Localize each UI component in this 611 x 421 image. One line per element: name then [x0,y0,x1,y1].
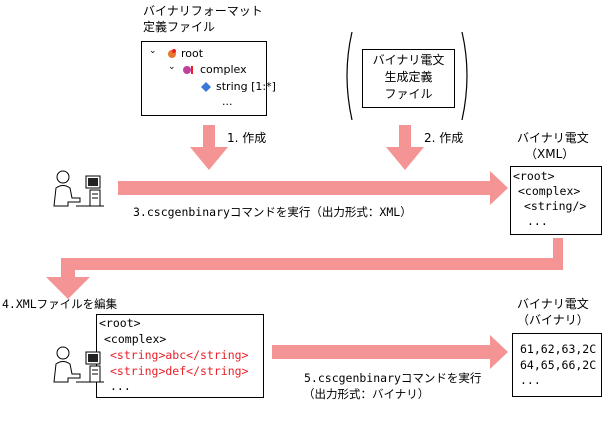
gen-def-file-box: バイナリ電文 生成定義 ファイル [362,49,455,108]
bin-line-1: 61,62,63,2C [520,342,597,356]
xml-line-ellipsis: ... [527,214,548,228]
bin-out-title-1: バイナリ電文 [517,297,589,311]
format-def-title-1: バイナリフォーマット [143,4,263,18]
xml-line-root: <root> [513,169,555,183]
xml-out-title-2: （XML） [525,147,575,161]
step2-arrow [386,125,424,170]
element-node-icon [168,49,176,58]
step4-arrow [46,238,563,299]
edited-xml-string-def: <string>def</string> [110,364,249,378]
chevron-down-icon: ⌄ [168,62,176,72]
chevron-down-icon: ⌄ [149,46,157,56]
bin-line-ellipsis: ... [520,373,541,387]
xml-line-complex: <complex> [518,184,581,198]
step1-label: 1. 作成 [227,131,267,145]
gen-def-line-3: ファイル [384,87,433,101]
user-computer-icon [53,170,104,207]
step5-label-1: 5.cscgenbinaryコマンドを実行 [304,371,482,385]
xml-out-title-1: バイナリ電文 [517,131,589,145]
tree-root-label: root [181,47,204,60]
step4-label: 4.XMLファイルを編集 [2,297,118,311]
bin-line-2: 64,65,66,2C [520,358,597,372]
edited-xml-complex: <complex> [104,332,167,346]
edited-xml-ellipsis: ... [110,379,131,393]
tree-ellipsis: ... [222,95,233,108]
format-def-title-2: 定義ファイル [143,20,216,34]
edited-xml-box: <root> <complex> <string>abc</string> <s… [96,314,264,398]
edited-xml-string-abc: <string>abc</string> [110,348,249,362]
step3-label: 3.cscgenbinaryコマンドを実行（出力形式：XML） [133,205,412,219]
gen-def-line-2: 生成定義 [384,70,433,84]
format-def-tree-panel: ⌄ root ⌄ complex string [1:*] ... [141,41,276,116]
step5-arrow [272,335,508,369]
bin-out-title-2: （バイナリ） [517,313,589,327]
edited-xml-root: <root> [99,316,141,330]
tree-complex-label: complex [200,63,247,76]
user-computer-icon [53,346,104,383]
complex-node-icon [183,66,193,74]
step1-arrow [190,125,228,170]
tree-string-label: string [1:*] [216,80,276,93]
xml-output-box: <root> <complex> <string/> ... [510,166,602,235]
step3-arrow [118,171,508,205]
gen-def-line-1: バイナリ電文 [372,53,445,67]
step2-label: 2. 作成 [424,131,464,145]
binary-output-box: 61,62,63,2C 64,65,66,2C ... [512,333,602,397]
string-node-icon [201,82,211,92]
step5-label-2: （出力形式：バイナリ） [303,387,430,401]
xml-line-string: <string/> [524,199,587,213]
